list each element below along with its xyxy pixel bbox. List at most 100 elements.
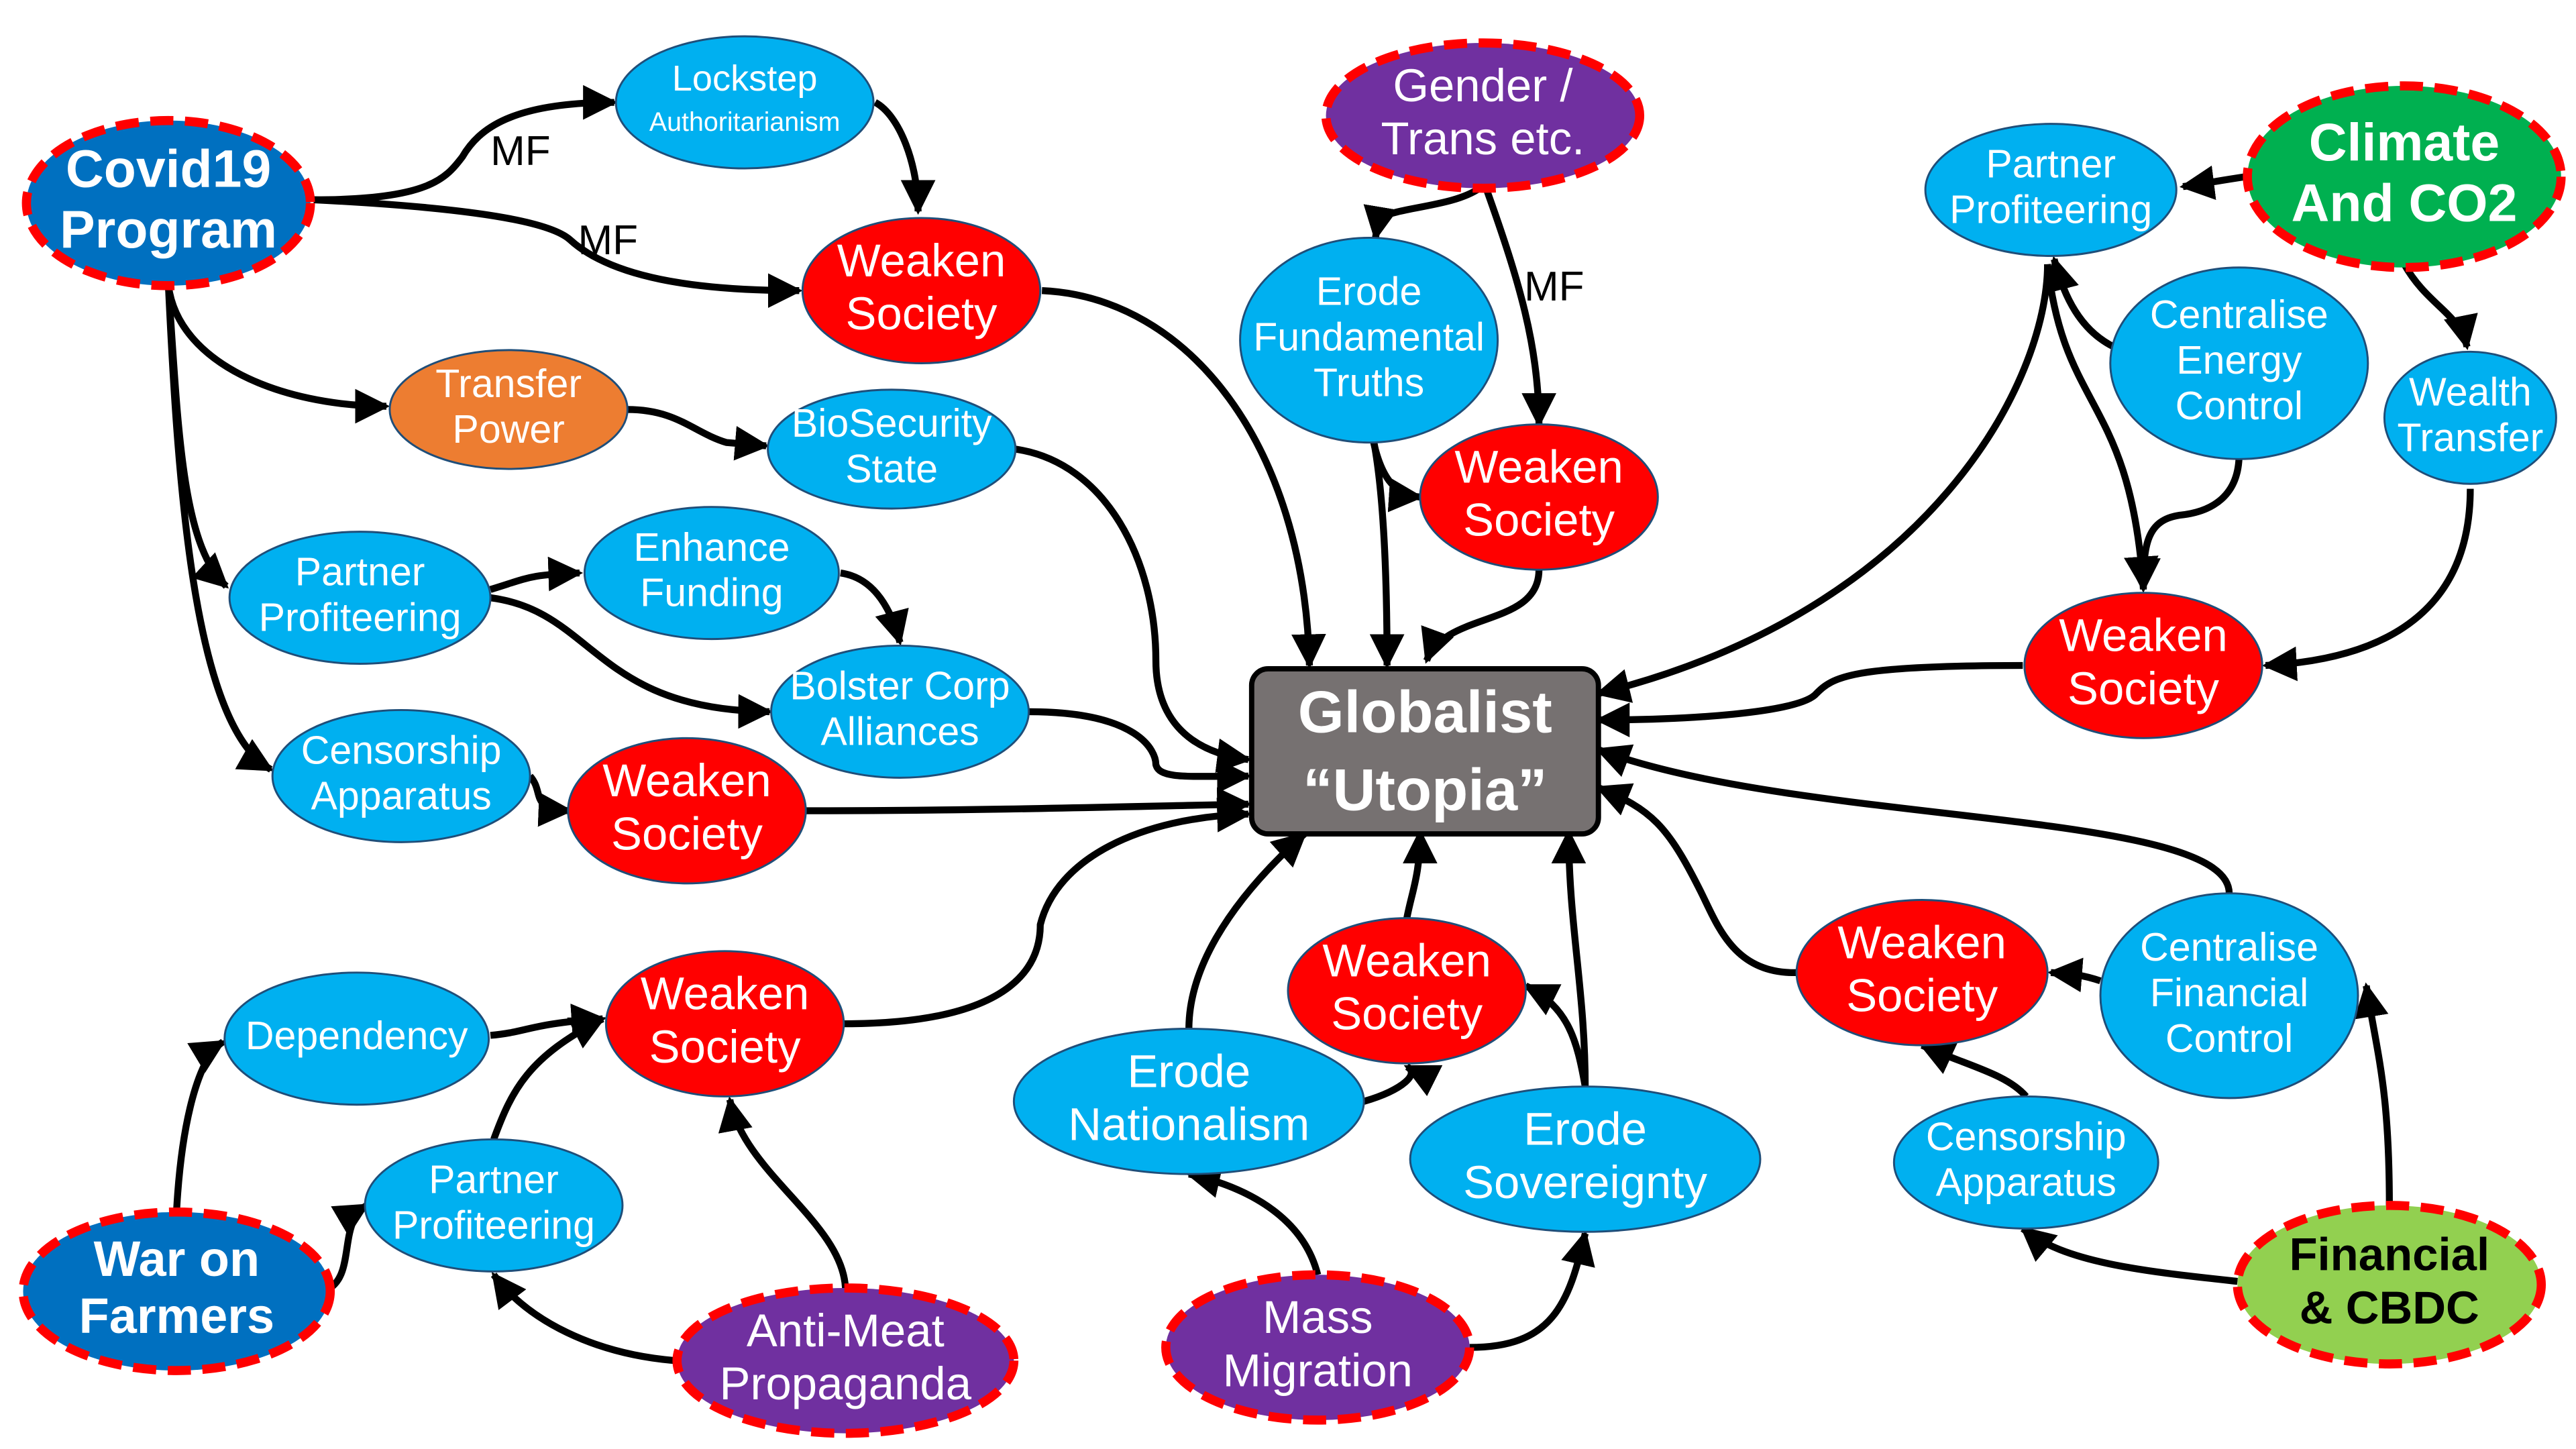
- connector-arrow-9: [489, 556, 584, 593]
- node-censor2-label-line-2: Apparatus: [1936, 1160, 2116, 1204]
- connector-arrow-6: [627, 406, 770, 461]
- node-wealth-shape: [2383, 350, 2557, 485]
- node-weaken4-label-line-1: Weaken: [2059, 610, 2228, 661]
- connector-arrow-1: [313, 85, 618, 204]
- node-covid-label-line-2: Program: [60, 200, 277, 259]
- connector-arrow-4: [1041, 287, 1326, 669]
- node-dependency-label-line-1: Dependency: [246, 1014, 468, 1058]
- node-gender-label-line-2: Trans etc.: [1381, 113, 1585, 164]
- node-energy-label-line-1: Centralise: [2150, 292, 2328, 337]
- connector-arrow-15: [806, 787, 1252, 822]
- node-biosec-label-line-1: BioSecurity: [792, 401, 992, 445]
- connector-arrows: [164, 85, 2478, 1364]
- node-dependency[interactable]: Dependency: [223, 971, 490, 1106]
- node-partner2-shape: [1924, 123, 2178, 258]
- node-sovereignty-shape: [1409, 1085, 1762, 1233]
- node-cbdc-label-line-1: Financial: [2289, 1229, 2489, 1281]
- connector-arrow-2: [873, 99, 936, 215]
- edge-label-mf1: MF: [490, 128, 551, 174]
- connector-arrow-46: [1919, 1042, 2029, 1099]
- node-migration-shape: [1161, 1270, 1474, 1425]
- node-weaken1-label-line-2: Society: [846, 288, 998, 339]
- node-weaken5-label-line-1: Weaken: [641, 968, 810, 1020]
- node-finctrl-label-line-1: Centralise: [2140, 925, 2318, 969]
- node-cbdc[interactable]: Financial& CBDC: [2233, 1201, 2546, 1368]
- node-weaken5-label-line-2: Society: [649, 1021, 802, 1073]
- node-partner2-label-line-2: Profiteering: [1949, 188, 2152, 232]
- node-weaken7-label-line-1: Weaken: [1837, 916, 2006, 968]
- hub-box: [1248, 665, 1601, 837]
- connector-arrow-10: [839, 570, 909, 646]
- node-weaken5-shape: [604, 950, 845, 1097]
- connector-arrow-27: [2401, 262, 2478, 350]
- node-weaken4-label-line-2: Society: [2068, 663, 2220, 714]
- node-weaken3-shape: [1419, 423, 1659, 571]
- connector-arrow-45: [2047, 957, 2102, 993]
- node-wealth-label-line-1: Wealth: [2409, 370, 2532, 414]
- node-censor1-shape: [271, 708, 531, 843]
- node-lockstep-label-line-1: Lockstep: [672, 58, 818, 99]
- edge-label-mf3: MF: [1524, 264, 1585, 310]
- connector-arrow-29: [173, 1038, 226, 1210]
- node-partner3-shape: [364, 1138, 624, 1273]
- connector-arrow-7: [1015, 445, 1252, 773]
- connector-arrow-32: [328, 1202, 370, 1291]
- node-warfarmers-label-line-2: Farmers: [79, 1288, 274, 1344]
- connector-arrow-38: [1403, 828, 1438, 919]
- connector-arrow-16: [1363, 185, 1482, 241]
- node-nationalism-label-line-2: Nationalism: [1068, 1099, 1309, 1150]
- node-gender-label-line-1: Gender /: [1393, 60, 1573, 111]
- node-antimeat-label-line-2: Propaganda: [720, 1358, 972, 1409]
- node-weaken3-label-line-1: Weaken: [1454, 441, 1623, 492]
- node-gender[interactable]: Gender /Trans etc.: [1321, 38, 1645, 193]
- hub-globalist-utopia[interactable]: Globalist “Utopia”: [1248, 665, 1601, 837]
- node-transfer-label-line-1: Transfer: [435, 362, 582, 406]
- node-weaken4-shape: [2023, 592, 2263, 739]
- hub-label-line1: Globalist: [1298, 679, 1552, 745]
- hub-label-line2: “Utopia”: [1303, 756, 1547, 822]
- node-energy-label-line-2: Energy: [2176, 338, 2302, 382]
- node-censor1-label-line-2: Apparatus: [311, 773, 492, 818]
- node-warfarmers-label-line-1: War on: [94, 1231, 260, 1287]
- connector-arrow-36: [1185, 831, 1307, 1029]
- connector-arrow-28: [2262, 488, 2474, 682]
- node-climate-label-line-2: And CO2: [2291, 173, 2517, 232]
- node-weaken2-label-line-2: Society: [611, 808, 763, 859]
- connector-arrow-20: [1421, 569, 1543, 664]
- connector-arrow-14: [527, 773, 574, 827]
- connector-arrow-33: [490, 1016, 606, 1141]
- node-covid-label-line-1: Covid19: [66, 139, 271, 198]
- connector-arrow-21: [2179, 165, 2247, 201]
- node-weaken1-label-line-1: Weaken: [837, 235, 1006, 286]
- node-partner1-shape: [228, 531, 492, 665]
- node-partner1-label-line-1: Partner: [295, 550, 425, 594]
